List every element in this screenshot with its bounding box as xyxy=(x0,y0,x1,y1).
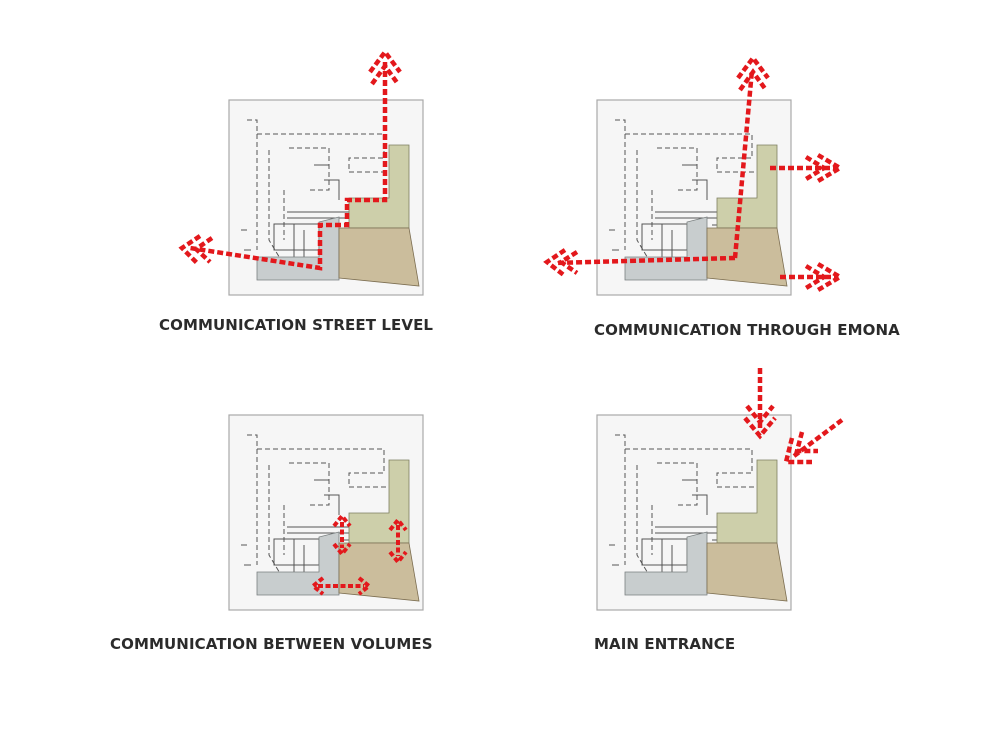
arrowhead-diagonal xyxy=(794,431,818,454)
arrowhead-left xyxy=(556,250,579,275)
panel-caption: COMMUNICATION THROUGH EMONA xyxy=(594,321,900,339)
arrows-street-level xyxy=(178,48,402,271)
panel-caption: COMMUNICATION BETWEEN VOLUMES xyxy=(110,635,433,653)
volume-grey xyxy=(624,216,708,281)
arrowhead-up xyxy=(736,54,770,80)
volume-grey xyxy=(256,216,340,281)
volume-tan xyxy=(706,227,788,287)
volume-grey xyxy=(624,531,708,596)
arrow-shaft-diagonal xyxy=(792,418,844,458)
arrowhead-down xyxy=(332,542,352,558)
arrows-through-emona xyxy=(543,54,845,292)
arrowhead-right xyxy=(357,576,373,596)
arrowhead-right xyxy=(804,264,829,290)
arrowhead-up xyxy=(388,516,408,532)
panel-caption: COMMUNICATION STREET LEVEL xyxy=(159,316,434,334)
arrowhead-down xyxy=(743,416,777,440)
panel-caption: MAIN ENTRANCE xyxy=(594,635,736,653)
arrowhead-right xyxy=(804,155,829,181)
arrow-shaft-up xyxy=(732,69,755,259)
arrows-main-entrance xyxy=(743,368,844,465)
arrowhead-left xyxy=(192,236,214,264)
route-arrow-shaft xyxy=(189,62,388,271)
arrowhead-up xyxy=(738,68,768,92)
arrowhead-up xyxy=(368,48,402,74)
arrows-between-volumes xyxy=(309,512,408,596)
arrow-shaft-left xyxy=(554,255,736,266)
volume-tan xyxy=(706,542,788,602)
arrowhead-up xyxy=(370,62,400,86)
arrowhead-left xyxy=(178,234,202,266)
arrowhead-down xyxy=(745,404,775,426)
arrowhead-left xyxy=(543,248,567,278)
arrowhead-up xyxy=(332,512,352,528)
arrowhead-left xyxy=(309,576,325,596)
volume-tan xyxy=(338,227,420,287)
site-plan-base xyxy=(228,99,424,296)
arrowhead-down xyxy=(388,550,408,566)
site-plan-base xyxy=(596,99,792,296)
site-plan-base xyxy=(596,414,792,611)
